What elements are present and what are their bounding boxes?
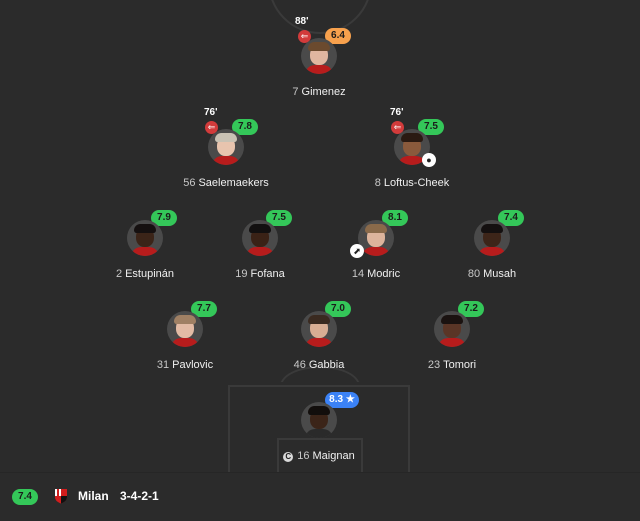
substitution-icon: ⇐ [298, 30, 311, 43]
player-photo [208, 129, 244, 165]
player-photo [127, 220, 163, 256]
sub-minute: 76' [204, 107, 218, 118]
player-rating: 8.3 ★ [325, 392, 359, 408]
center-circle [268, 0, 372, 34]
player-rating: 8.1 [382, 210, 408, 226]
player-rating: 7.4 [498, 210, 524, 226]
player-photo [242, 220, 278, 256]
player-photo [301, 38, 337, 74]
team-name: Milan [78, 489, 109, 503]
goal-box [277, 438, 363, 472]
player-photo [301, 402, 337, 438]
captain-icon: C [283, 452, 294, 462]
team-footer [0, 472, 640, 521]
player-rating: 7.8 [232, 119, 258, 135]
player-rating: 7.7 [191, 301, 217, 317]
substitution-icon: ⇐ [391, 121, 404, 134]
team-rating: 7.4 [12, 489, 38, 505]
player-photo [167, 311, 203, 347]
player-rating: 7.9 [151, 210, 177, 226]
formation-label: 3-4-2-1 [120, 489, 159, 503]
player-photo [434, 311, 470, 347]
player-rating: 7.5 [266, 210, 292, 226]
player-photo [301, 311, 337, 347]
sub-minute: 76' [390, 107, 404, 118]
sub-minute: 88' [295, 16, 309, 27]
player-rating: 7.0 [325, 301, 351, 317]
boot-icon: ⬈ [350, 244, 364, 258]
milan-crest-icon [55, 489, 67, 504]
player-rating: 6.4 [325, 28, 351, 44]
penalty-box [228, 385, 410, 472]
player-rating: 7.5 [418, 119, 444, 135]
ball-icon: ● [422, 153, 436, 167]
player-photo [474, 220, 510, 256]
substitution-icon: ⇐ [205, 121, 218, 134]
player-rating: 7.2 [458, 301, 484, 317]
player-photo [358, 220, 394, 256]
